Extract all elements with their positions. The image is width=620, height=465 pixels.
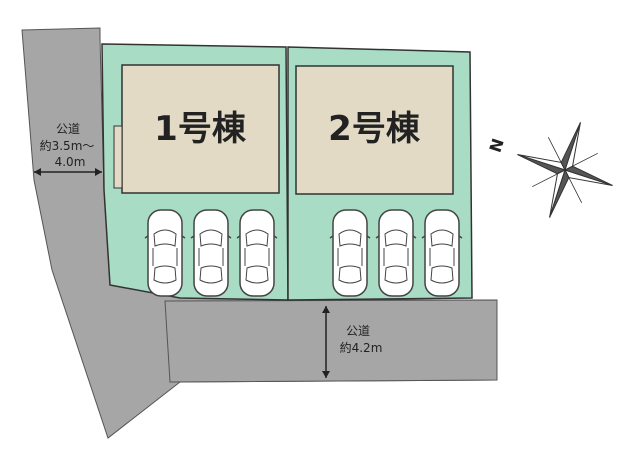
west-road-width: 約3.5m～ [40, 138, 95, 153]
south-road-width: 約4.2m [340, 340, 383, 355]
south-road-dimension: 公道 約4.2m [322, 306, 382, 378]
car-icon [375, 209, 417, 297]
west-road-dimension: 公道 約3.5m～ 4.0m [34, 122, 102, 176]
building-2 [295, 65, 454, 195]
compass-rose-icon [517, 122, 613, 218]
car-icon [190, 209, 232, 297]
compass-north-label: N [486, 136, 508, 155]
west-road-label: 公道 [56, 122, 80, 136]
building-1-porch [113, 125, 123, 189]
parking-spaces [144, 209, 463, 297]
south-road [164, 299, 498, 383]
west-road-width-upper: 4.0m [55, 155, 86, 169]
building-2-label: 2号棟 [328, 109, 421, 149]
car-icon [329, 209, 371, 297]
car-icon [236, 209, 278, 297]
car-icon [421, 209, 463, 297]
building-1-label: 1号棟 [154, 109, 247, 149]
south-road-label: 公道 [346, 324, 370, 338]
car-icon [144, 209, 186, 297]
